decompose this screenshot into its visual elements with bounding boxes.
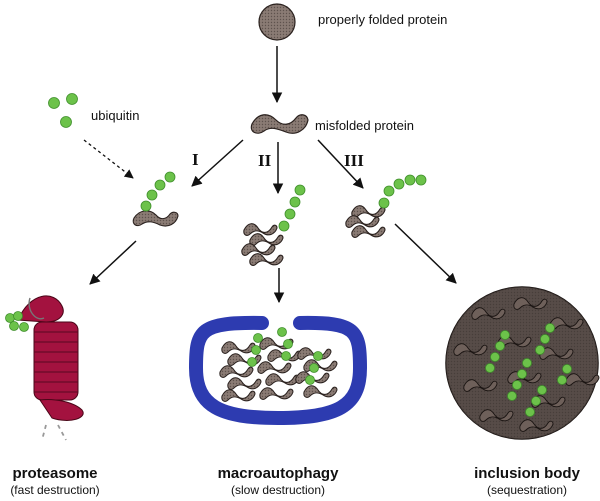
properly-folded-protein-icon (258, 3, 296, 41)
arrow-ubiquitin-dotted (83, 139, 134, 179)
ubiquitin-label: ubiquitin (91, 108, 139, 123)
small-aggregate-iii-icon (345, 205, 386, 238)
inclusion-body-subtitle: (sequestration) (487, 483, 567, 497)
ubiquitin-icon (48, 93, 78, 128)
small-aggregate-ii-icon (241, 223, 284, 266)
autophagosome-ubiquitin (247, 327, 323, 385)
misfolded-protein-icon (250, 114, 309, 134)
misfolded-label: misfolded protein (315, 118, 414, 133)
autophagosome-cargo (219, 337, 338, 402)
ubiquitinated-protein-i-icon (132, 171, 179, 227)
inclusion-body-icon (445, 286, 599, 440)
ubiquitin-chain-ii (278, 184, 306, 232)
inclusion-body-title: inclusion body (474, 465, 580, 482)
pathway-i-roman: I (192, 150, 199, 169)
proteasome-subtitle: (fast destruction) (10, 483, 99, 497)
proteasome-title: proteasome (12, 465, 97, 482)
ubiquitin-chain-iii (378, 174, 427, 209)
properly-folded-label: properly folded protein (318, 12, 447, 27)
arrow-to-proteasome (89, 240, 137, 285)
pathway-iii-roman: III (344, 151, 364, 170)
macroautophagy-title: macroautophagy (218, 465, 340, 482)
arrow-pathway-iii (317, 139, 364, 189)
autophagosome-icon (188, 315, 368, 426)
pathway-ii-roman: II (258, 151, 272, 170)
proteasome-icon (5, 295, 84, 441)
arrow-to-inclusion-body (394, 223, 457, 284)
inclusion-body-ubiquitin (485, 323, 572, 417)
macroautophagy-subtitle: (slow destruction) (231, 483, 325, 497)
arrow-pathway-i (191, 139, 244, 187)
